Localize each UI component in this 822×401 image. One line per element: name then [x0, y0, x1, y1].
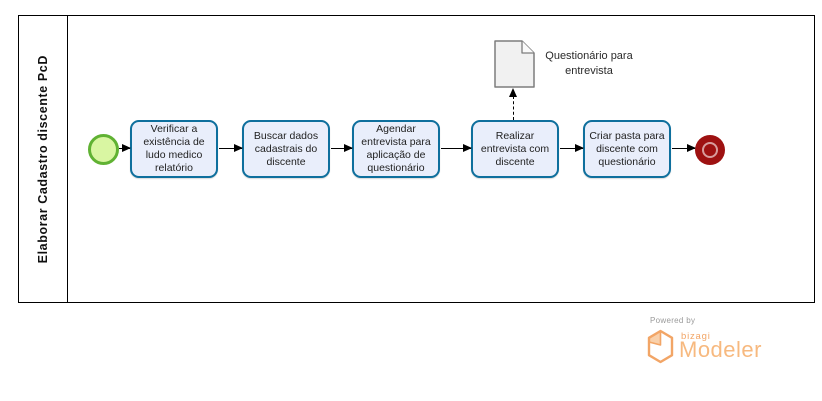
task-criar-pasta[interactable]: Criar pasta para discente com questionár… — [583, 120, 671, 178]
end-event-inner-ring — [702, 142, 718, 158]
sequence-flow-arrow[interactable] — [441, 143, 472, 152]
modeler-product-text: Modeler — [679, 337, 762, 362]
data-object-label: Questionário para entrevista — [545, 50, 633, 77]
task-label: Verificar a existência de ludo medico re… — [143, 123, 205, 174]
task-label: Criar pasta para discente com questionár… — [589, 129, 665, 168]
association-arrowhead-up — [509, 88, 517, 97]
sequence-flow-arrow[interactable] — [672, 143, 696, 152]
sequence-flow-arrow[interactable] — [119, 143, 131, 152]
task-label: Agendar entrevista para aplicação de que… — [361, 123, 431, 174]
data-object-document-icon[interactable] — [494, 40, 535, 88]
task-agendar-entrevista[interactable]: Agendar entrevista para aplicação de que… — [352, 120, 440, 178]
end-event[interactable] — [695, 135, 725, 165]
pool-label: Elaborar Cadastro discente PcD — [36, 54, 50, 264]
pool-header[interactable]: Elaborar Cadastro discente PcD — [19, 16, 68, 302]
task-label: Realizar entrevista com discente — [480, 129, 550, 168]
task-verificar-existencia[interactable]: Verificar a existência de ludo medico re… — [130, 120, 218, 178]
task-realizar-entrevista[interactable]: Realizar entrevista com discente — [471, 120, 559, 178]
bizagi-logo-icon — [647, 329, 674, 369]
association-dashed-line[interactable] — [513, 96, 514, 120]
bizagi-brand-text: bizagi — [681, 331, 711, 342]
sequence-flow-arrow[interactable] — [331, 143, 353, 152]
sequence-flow-arrow[interactable] — [560, 143, 584, 152]
sequence-flow-arrow[interactable] — [219, 143, 243, 152]
start-event[interactable] — [88, 134, 119, 165]
task-buscar-dados[interactable]: Buscar dados cadastrais do discente — [242, 120, 330, 178]
powered-by-text: Powered by — [650, 316, 696, 325]
task-label: Buscar dados cadastrais do discente — [253, 129, 319, 168]
